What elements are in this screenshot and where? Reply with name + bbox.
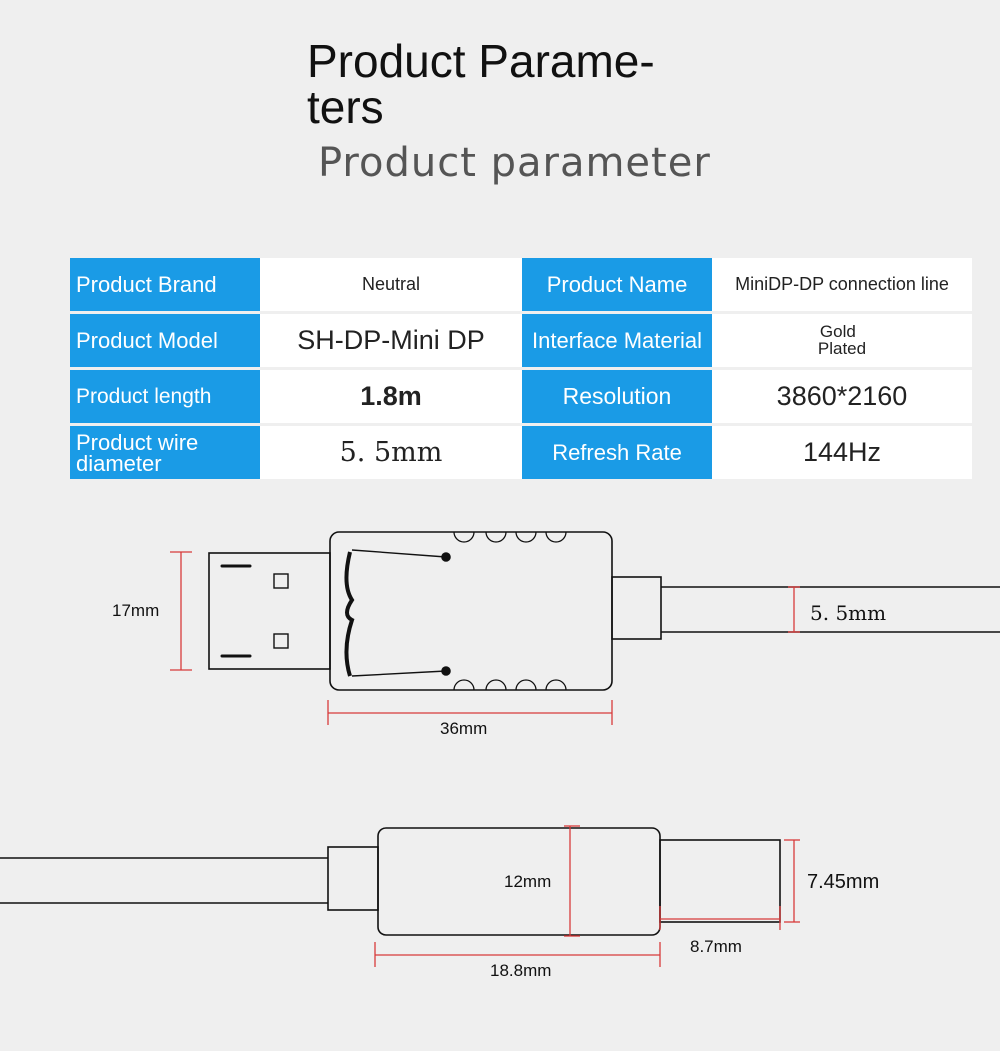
param-label: Product Name: [522, 258, 712, 311]
param-value: 1.8m: [260, 370, 522, 423]
title-text: Product Parame- ters: [307, 35, 655, 133]
param-value: 144Hz: [712, 426, 972, 479]
param-label: Product length: [70, 370, 260, 423]
param-value: Neutral: [260, 258, 522, 311]
bottom-length-label: 18.8mm: [490, 961, 551, 980]
param-label: Interface Material: [522, 314, 712, 367]
param-label: Resolution: [522, 370, 712, 423]
dp-strain-relief: [611, 576, 662, 640]
top-dimension-lines: [170, 551, 800, 725]
param-label: Product wire diameter: [70, 426, 260, 479]
table-row: Product Brand Neutral Product Name MiniD…: [70, 258, 972, 311]
param-value: 5. 5mm: [260, 426, 522, 479]
dp-connector-diagram: [208, 531, 1000, 691]
mini-dp-connector-diagram: [0, 827, 781, 936]
param-value: MiniDP-DP connection line: [712, 258, 972, 311]
param-value: Gold Plated: [712, 314, 972, 367]
param-label: Product Model: [70, 314, 260, 367]
parameter-table: Product Brand Neutral Product Name MiniD…: [70, 255, 972, 482]
dp-plug-housing: [329, 531, 613, 691]
dp-plug-tip: [208, 552, 331, 670]
plug-length-label: 8.7mm: [690, 937, 742, 956]
param-value: SH-DP-Mini DP: [260, 314, 522, 367]
bottom-height-label: 12mm: [504, 872, 551, 891]
param-value-stack: Gold Plated: [818, 323, 866, 357]
page-subtitle: Product parameter: [318, 140, 711, 186]
param-label: Product Brand: [70, 258, 260, 311]
cable-diameter-label: 5. 5mm: [810, 601, 886, 625]
param-value-line: Gold: [819, 321, 856, 341]
top-length-label: 36mm: [440, 719, 487, 738]
param-value: 3860*2160: [712, 370, 972, 423]
mini-dp-strain-relief: [327, 846, 379, 911]
plug-height-label: 7.45mm: [807, 871, 879, 893]
table-row: Product Model SH-DP-Mini DP Interface Ma…: [70, 314, 972, 367]
param-label: Refresh Rate: [522, 426, 712, 479]
mini-dp-plug-tip: [659, 839, 781, 923]
bottom-dimension-lines: [374, 825, 800, 967]
table-row: Product length 1.8m Resolution 3860*2160: [70, 370, 972, 423]
table-row: Product wire diameter 5. 5mm Refresh Rat…: [70, 426, 972, 479]
page-title: Product Parame- ters: [307, 38, 727, 130]
top-height-label: 17mm: [112, 601, 159, 620]
param-value-line: Plated: [817, 338, 867, 358]
